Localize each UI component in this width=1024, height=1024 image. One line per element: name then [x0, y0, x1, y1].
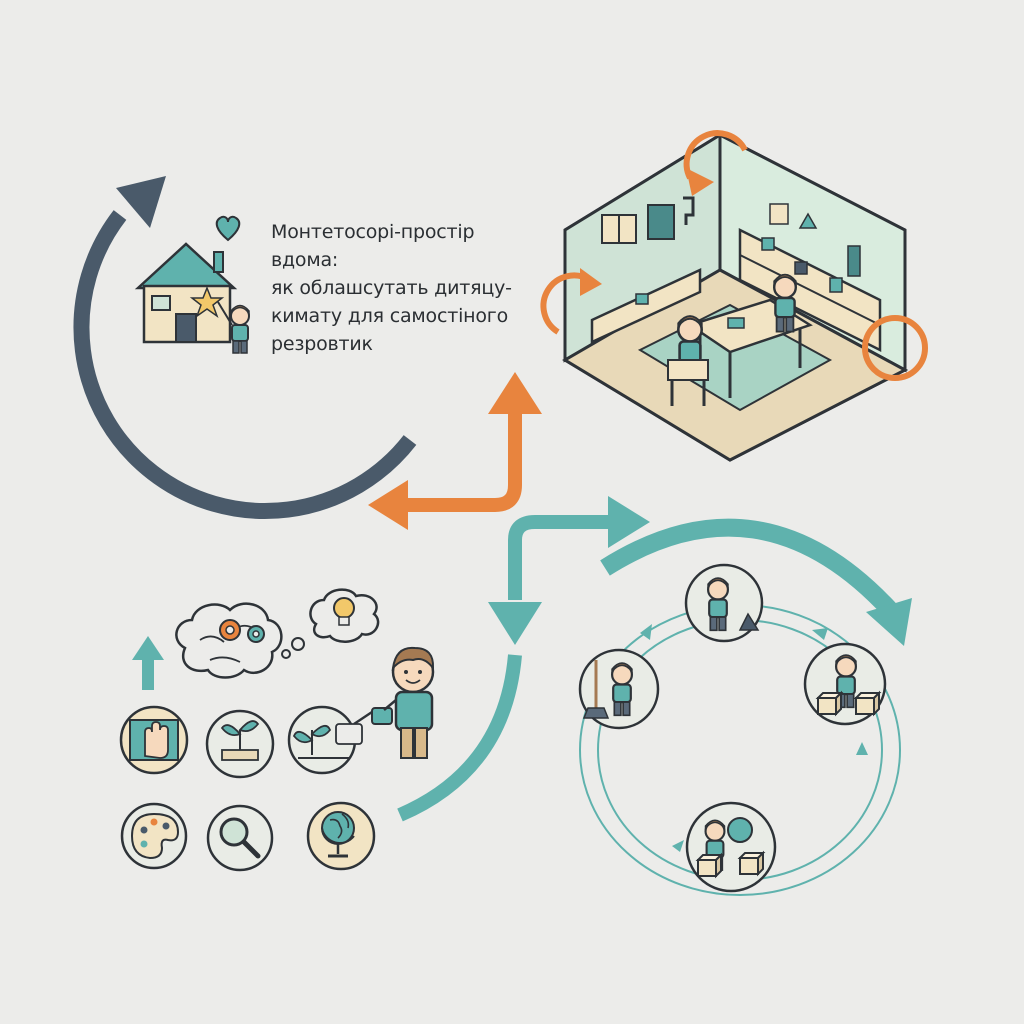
house-with-child-icon	[134, 242, 250, 354]
title-line: вдома:	[271, 249, 339, 271]
orange-arrowhead-left	[368, 480, 408, 530]
palette-icon	[120, 802, 188, 870]
child-globe-blocks-cycle-icon	[685, 801, 777, 893]
teal-cycle-big-arrow	[600, 518, 897, 617]
teal-lower-curve	[397, 654, 522, 822]
sprout-icon	[205, 709, 275, 779]
magnifier-icon	[206, 804, 274, 872]
orange-arc-left	[540, 272, 592, 335]
cycle-arrowhead-3	[856, 742, 868, 755]
lightbulb-thought-icon	[281, 588, 380, 659]
page-title: Монтетосорі-простір вдома: як облашсутат…	[271, 218, 531, 358]
cycle-arrowhead-4	[672, 840, 684, 852]
child-watering-plant-icon	[353, 646, 435, 759]
child-blocks-cycle-icon	[803, 642, 887, 726]
orange-arc-top	[683, 130, 748, 180]
montessori-room-icon	[562, 132, 909, 462]
teal-arrowhead-right	[608, 496, 650, 548]
title-line: резровтик	[271, 333, 373, 355]
orange-elbow-arrow	[405, 410, 522, 512]
navy-cycle-arrow	[73, 210, 417, 520]
title-line: кимату для самостіного	[271, 305, 508, 327]
navy-arrowhead	[116, 176, 166, 228]
watering-plant-icon	[287, 705, 363, 775]
orange-arc-top-head	[686, 168, 714, 196]
hands-sensory-icon	[119, 705, 189, 775]
orange-arc-left-head	[580, 268, 602, 296]
heart-icon	[215, 215, 241, 242]
orange-arrowhead-up	[488, 372, 542, 414]
child-sweeping-cycle-icon	[578, 648, 660, 730]
up-arrow-icon	[132, 636, 164, 690]
globe-icon	[306, 801, 376, 871]
teal-elbow-arrow	[508, 515, 612, 600]
child-watering-cycle-icon	[684, 563, 764, 643]
cycle-arrowhead-2	[812, 628, 828, 640]
brain-gears-icon	[175, 602, 283, 679]
teal-arrowhead-down	[488, 602, 542, 645]
orange-ring-right	[862, 315, 928, 381]
teal-cycle-big-arrowhead	[866, 598, 912, 646]
title-line: як облашсутать дитяцу-	[271, 277, 512, 299]
cycle-arrowhead-1	[640, 624, 652, 640]
title-line: Монтетосорі-простір	[271, 221, 475, 243]
